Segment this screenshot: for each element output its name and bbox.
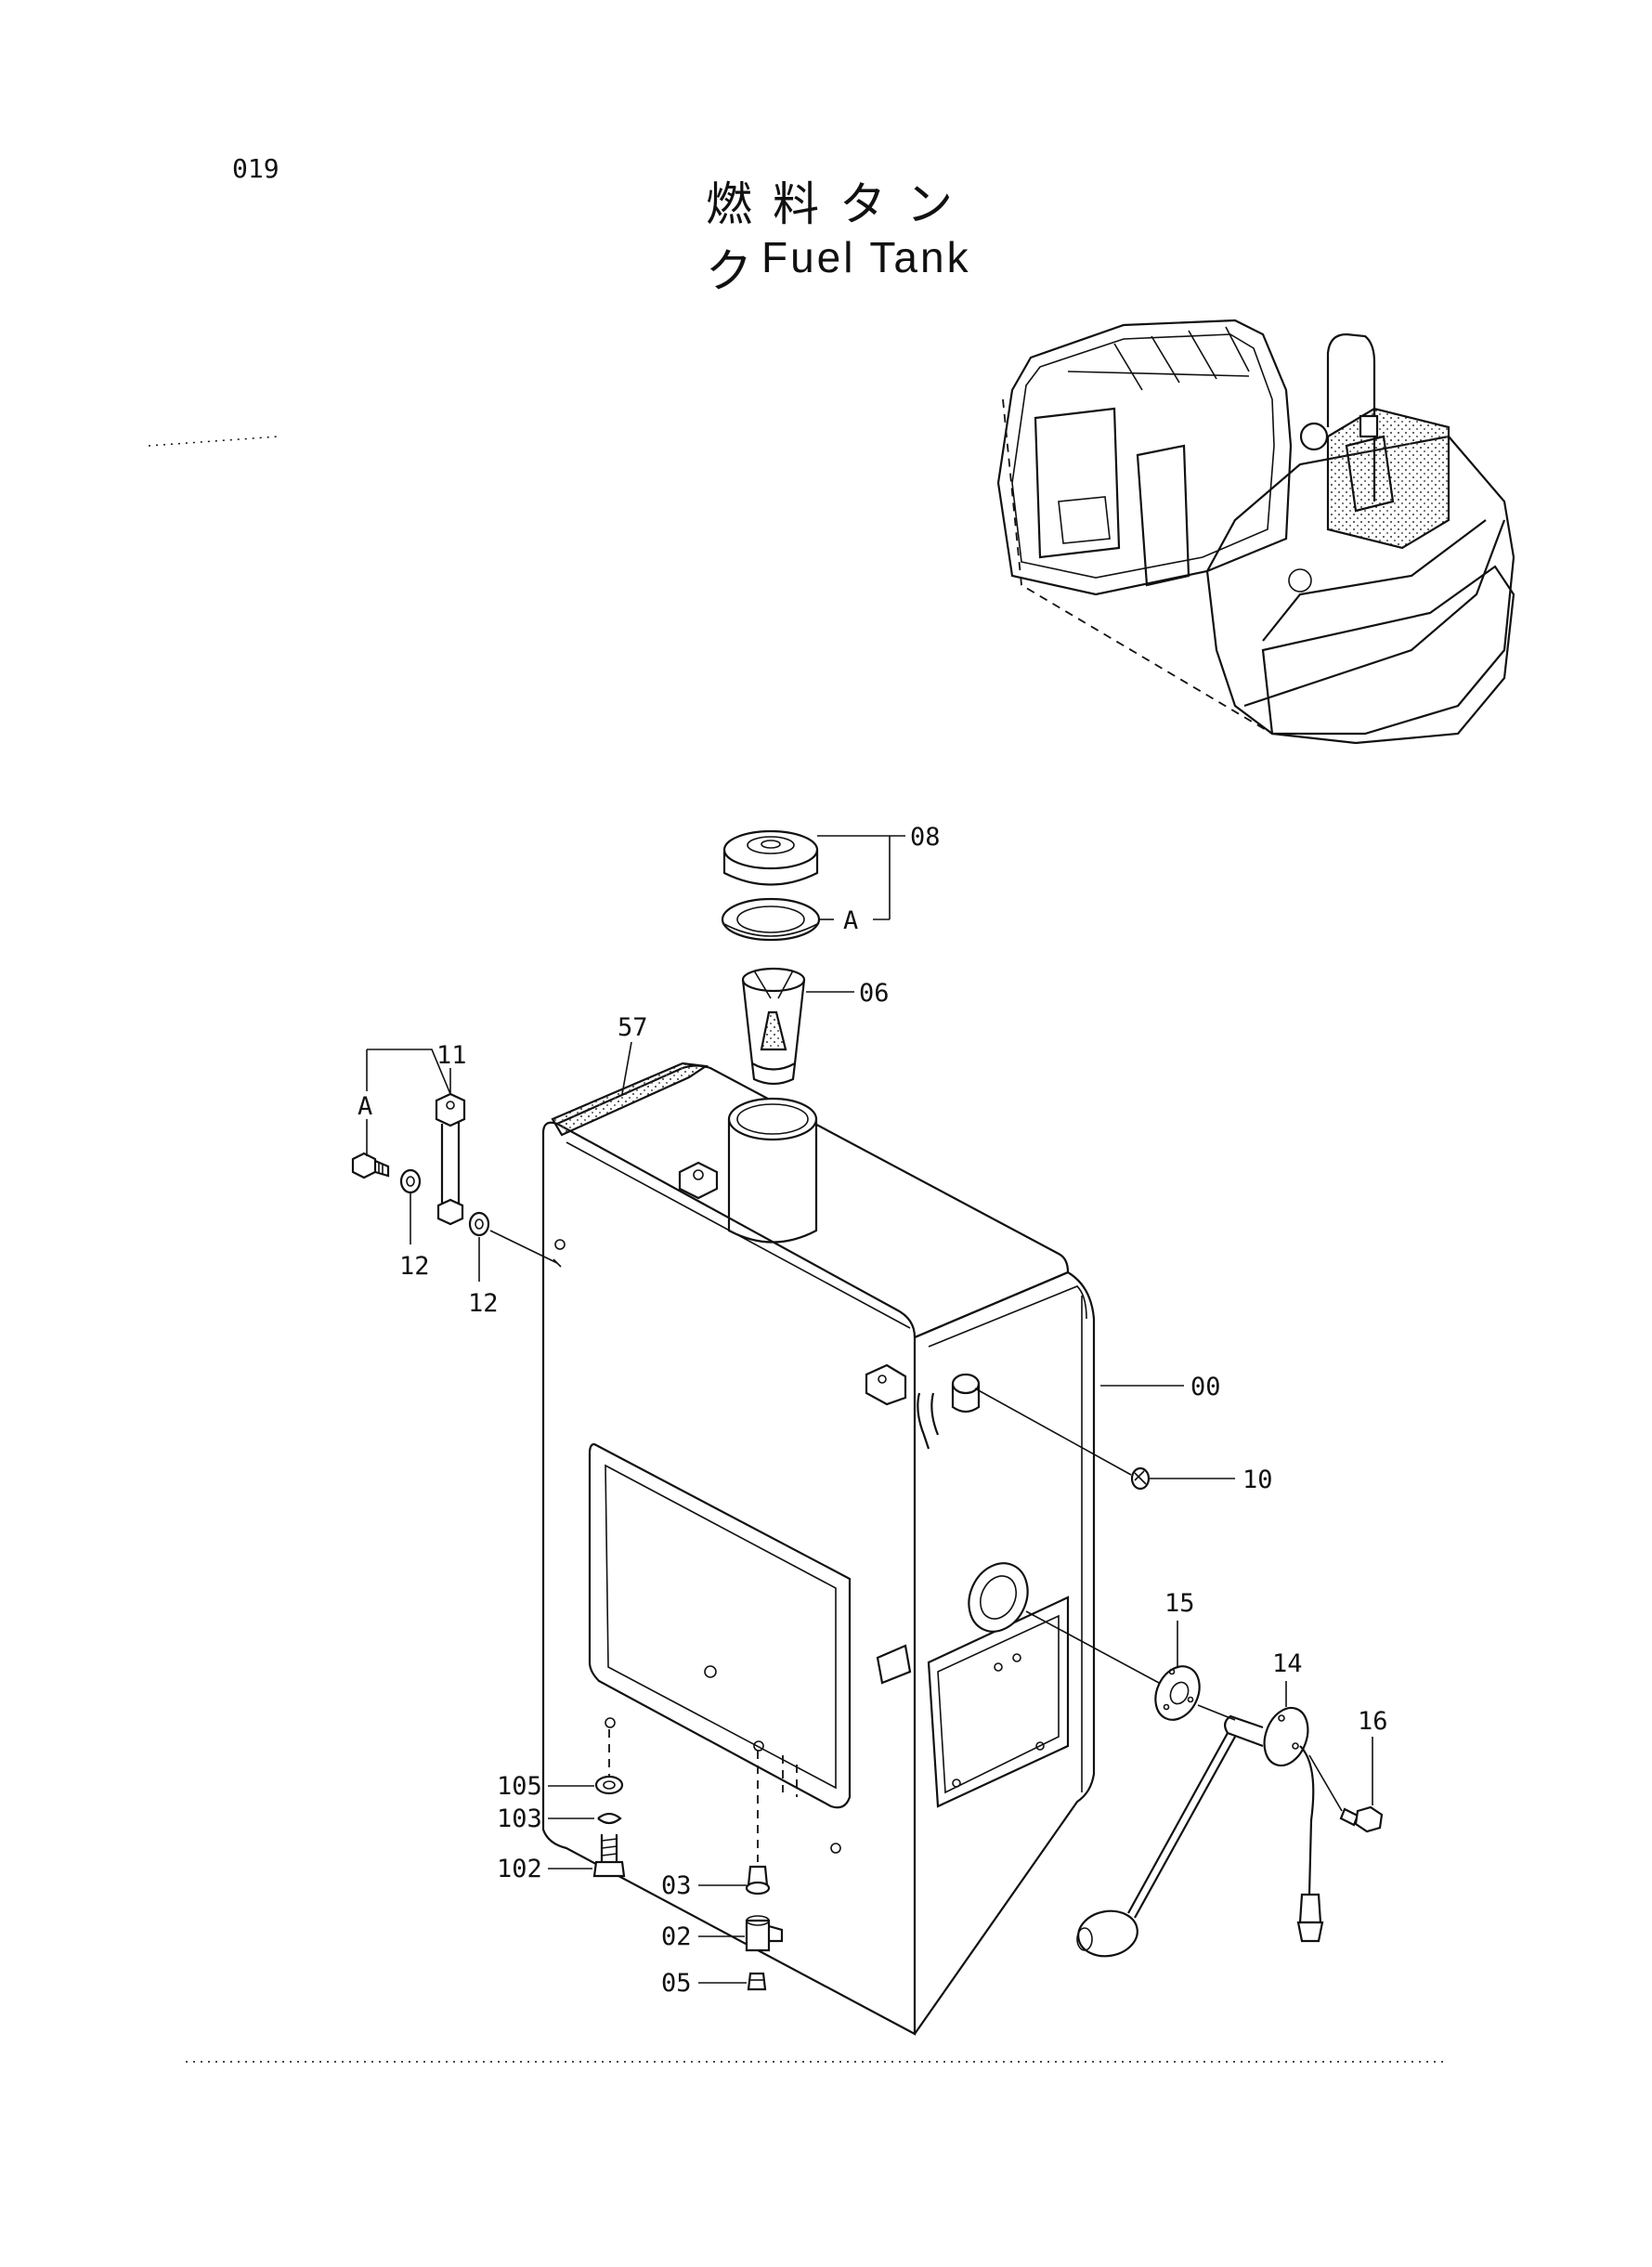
- part-15-sender-gasket: [1154, 1665, 1201, 1721]
- callout-08: 08: [910, 823, 941, 852]
- part-02-drain-cock: [745, 1915, 784, 1952]
- scan-noise: [148, 436, 1449, 2063]
- page-title-japanese: 燃料タンク: [706, 177, 973, 298]
- callout-14: 14: [1272, 1649, 1303, 1678]
- callout-00: 00: [1190, 1373, 1221, 1401]
- callout-105: 105: [497, 1772, 542, 1801]
- callout-15: 15: [1164, 1589, 1195, 1618]
- callout-03: 03: [661, 1871, 692, 1900]
- leader-lines: [366, 835, 1373, 1984]
- callout-103: 103: [497, 1804, 542, 1833]
- callout-12-a: 12: [399, 1252, 430, 1281]
- part-11-level-gauge: [435, 1092, 466, 1226]
- part-105-washer: [594, 1775, 624, 1795]
- callout-102: 102: [497, 1855, 542, 1883]
- callout-10: 10: [1242, 1466, 1273, 1494]
- callout-12-b: 12: [468, 1289, 499, 1318]
- part-08-filler-cap: [722, 829, 819, 886]
- callout-labels: 08 A 06 57 11 A 12 12 00 10 15 14 16 105…: [358, 823, 1388, 1998]
- page-title-english: Fuel Tank: [761, 233, 971, 281]
- callout-16: 16: [1358, 1707, 1388, 1736]
- part-12-washer-a: [399, 1168, 422, 1194]
- callout-a-left: A: [358, 1092, 372, 1121]
- part-12-washer-b: [468, 1211, 490, 1237]
- page-number: 019: [232, 153, 280, 184]
- callout-06: 06: [859, 979, 890, 1008]
- part-05-plug: [747, 1972, 767, 1991]
- part-102-bolt: [592, 1834, 626, 1878]
- callout-11: 11: [436, 1041, 467, 1070]
- part-03-drain-valve: [745, 1865, 771, 1896]
- fuel-tank-body: [541, 1062, 1096, 2036]
- callout-a-top: A: [843, 906, 858, 935]
- excavator-location-illustration: [996, 319, 1515, 745]
- callout-57: 57: [618, 1013, 648, 1042]
- part-a-cap-gasket: [721, 897, 821, 942]
- callout-02: 02: [661, 1922, 692, 1951]
- callout-05: 05: [661, 1969, 692, 1998]
- part-a-bolt-left: [351, 1152, 390, 1179]
- part-103-lock-washer: [597, 1812, 622, 1825]
- part-16-bolt: [1339, 1805, 1384, 1833]
- part-10-breather-plug: [1130, 1466, 1151, 1491]
- part-14-fuel-level-sender: [1076, 1706, 1324, 1958]
- part-06-strainer: [741, 967, 806, 1086]
